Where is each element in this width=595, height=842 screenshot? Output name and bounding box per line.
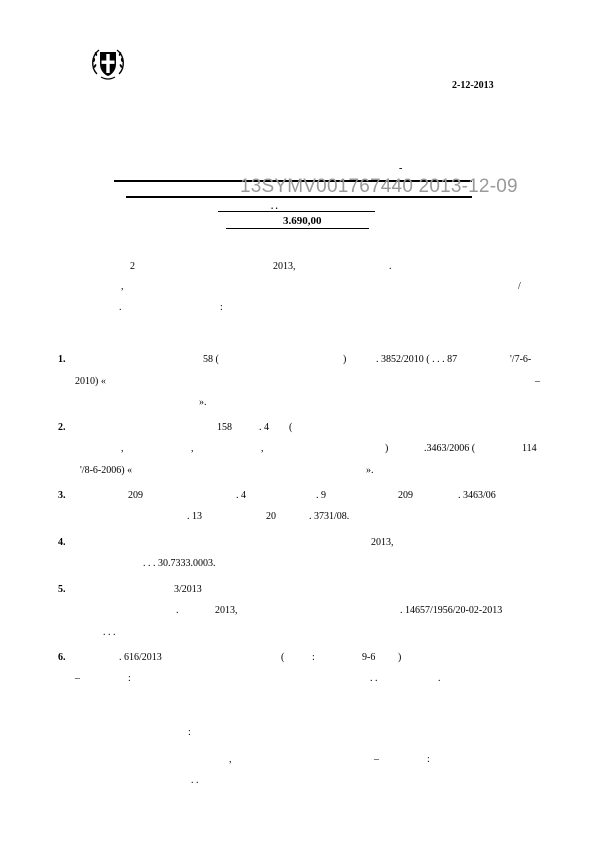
item-text: . 3731/08. bbox=[309, 511, 350, 522]
item-text: ) bbox=[343, 354, 347, 365]
item-text: . 3852/2010 ( . . . 87 bbox=[376, 354, 458, 365]
item-number: 4. bbox=[58, 537, 66, 548]
intro-text: : bbox=[220, 302, 223, 313]
item-text: '/7-6- bbox=[510, 354, 532, 365]
adam-code-stamp: 13SYMV001767440 2013-12-09 bbox=[240, 176, 518, 197]
item-text: 114 bbox=[522, 443, 537, 454]
item-number: 2. bbox=[58, 422, 66, 433]
item-text: 2010) « bbox=[75, 376, 106, 387]
item-number: 3. bbox=[58, 490, 66, 501]
subtitle-dots: . . bbox=[271, 201, 278, 211]
item-number: 1. bbox=[58, 354, 66, 365]
item-text: . . . 30.7333.0003. bbox=[143, 558, 216, 569]
amount: 3.690,00 bbox=[283, 215, 322, 227]
item-number: 6. bbox=[58, 652, 66, 663]
title-rule-2 bbox=[126, 196, 472, 198]
item-text: – bbox=[75, 673, 80, 684]
item-text: . 4 bbox=[236, 490, 246, 501]
item-text: . bbox=[438, 673, 441, 684]
amount-rule bbox=[226, 228, 369, 229]
item-text: . . bbox=[370, 673, 378, 684]
item-text: ( bbox=[289, 422, 293, 433]
item-text: ». bbox=[199, 397, 207, 408]
item-number: 5. bbox=[58, 584, 66, 595]
item-text: . 4 bbox=[259, 422, 269, 433]
item-text: '/8-6-2006) « bbox=[80, 465, 133, 476]
greek-emblem-icon bbox=[92, 49, 124, 80]
item-text: 3/2013 bbox=[174, 584, 202, 595]
item-text: , bbox=[261, 443, 264, 454]
item-text: . 3463/06 bbox=[458, 490, 496, 501]
item-text: . . . bbox=[103, 627, 116, 638]
closing-text: : bbox=[427, 754, 430, 765]
intro-text: , bbox=[121, 281, 124, 292]
item-text: 2013, bbox=[371, 537, 394, 548]
item-text: ) bbox=[398, 652, 402, 663]
item-text: 20 bbox=[266, 511, 276, 522]
title-dash: - bbox=[399, 163, 403, 174]
item-text: .3463/2006 ( bbox=[424, 443, 476, 454]
item-text: . 14657/1956/20-02-2013 bbox=[400, 605, 503, 616]
item-text: ( bbox=[281, 652, 285, 663]
item-text: 209 bbox=[398, 490, 413, 501]
item-text: – bbox=[535, 376, 540, 387]
intro-text: . bbox=[119, 302, 122, 313]
item-text: 209 bbox=[128, 490, 143, 501]
item-text: 2013, bbox=[215, 605, 238, 616]
intro-text: / bbox=[518, 281, 521, 292]
item-text: 9-6 bbox=[362, 652, 376, 663]
closing-text: . . bbox=[191, 775, 199, 786]
item-text: . 9 bbox=[316, 490, 326, 501]
item-text: : bbox=[128, 673, 131, 684]
intro-text: . bbox=[389, 261, 392, 272]
title-rule-1 bbox=[114, 180, 472, 182]
closing-text: – bbox=[374, 754, 379, 765]
item-text: 158 bbox=[217, 422, 232, 433]
intro-text: 2013, bbox=[273, 261, 296, 272]
item-text: : bbox=[312, 652, 315, 663]
closing-text: , bbox=[229, 754, 232, 765]
item-text: ». bbox=[366, 465, 374, 476]
closing-text: : bbox=[188, 727, 191, 738]
item-text: ) bbox=[385, 443, 389, 454]
intro-text: 2 bbox=[130, 261, 135, 272]
document-date: 2-12-2013 bbox=[452, 80, 494, 91]
item-text: , bbox=[121, 443, 124, 454]
item-text: , bbox=[191, 443, 194, 454]
subtitle-rule bbox=[218, 211, 375, 212]
item-text: . 13 bbox=[187, 511, 202, 522]
item-text: 58 ( bbox=[203, 354, 219, 365]
item-text: . 616/2013 bbox=[119, 652, 162, 663]
item-text: . bbox=[176, 605, 179, 616]
